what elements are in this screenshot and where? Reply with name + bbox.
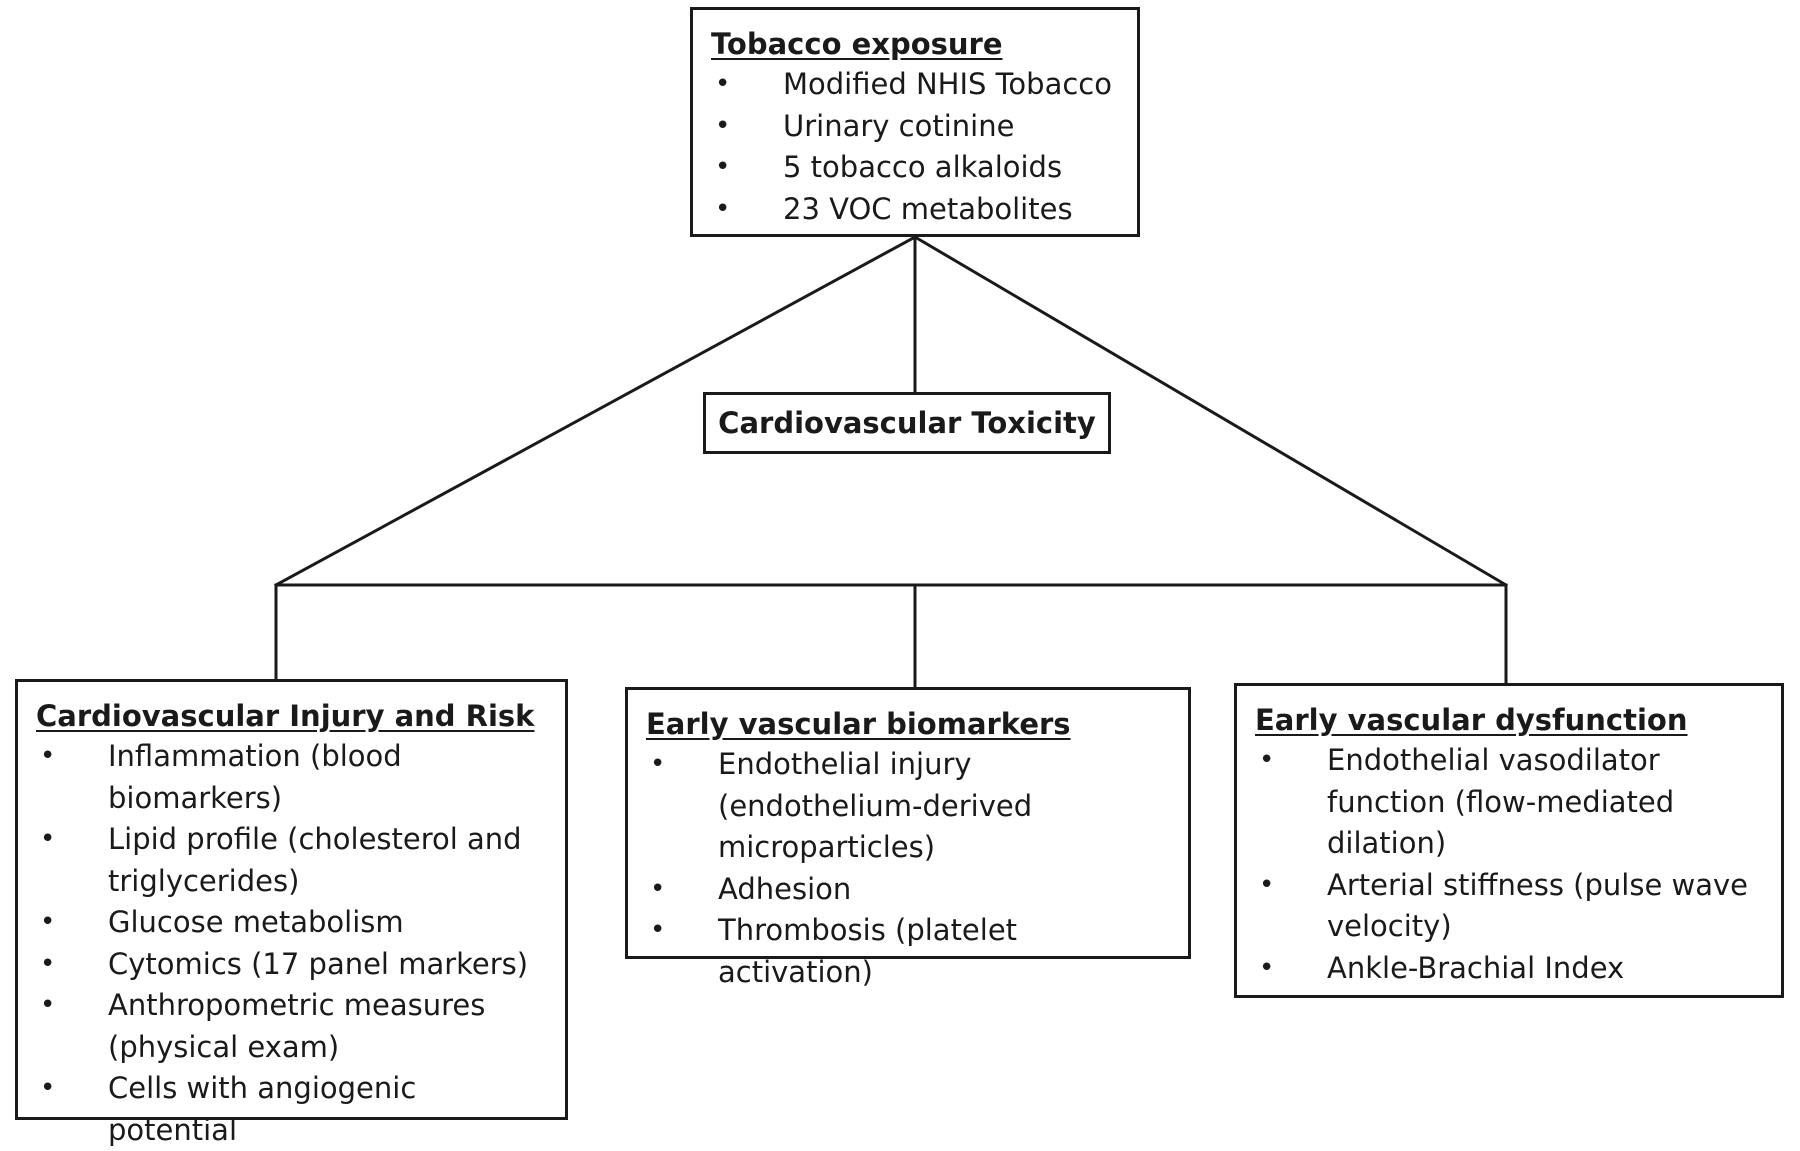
list-item: Glucose metabolism <box>36 902 547 944</box>
list-item: Endothelial vasodilator function (flow-m… <box>1255 740 1763 865</box>
early-vascular-biomarkers-box: Early vascular biomarkers Endothelial in… <box>625 687 1191 989</box>
list-item: Inflammation (blood biomarkers) <box>36 736 547 819</box>
early-vascular-biomarkers-list: Endothelial injury (endothelium-derived … <box>646 744 1170 993</box>
list-item: Endothelial injury (endothelium-derived … <box>646 744 1170 869</box>
list-item: Lipid profile (cholesterol and triglycer… <box>36 819 547 902</box>
cardiovascular-injury-list: Inflammation (blood biomarkers) Lipid pr… <box>36 736 547 1151</box>
cardiovascular-toxicity-label: Cardiovascular Toxicity <box>718 406 1096 440</box>
cardiovascular-toxicity-box: Cardiovascular Toxicity <box>703 392 1111 454</box>
list-item: Arterial stiffness (pulse wave velocity) <box>1255 865 1763 948</box>
list-item: Cytomics (17 panel markers) <box>36 944 547 986</box>
tobacco-exposure-list: Modified NHIS Tobacco Urinary cotinine 5… <box>711 64 1119 230</box>
list-item: Adhesion <box>646 869 1170 911</box>
list-item: Anthropometric measures (physical exam) <box>36 985 547 1068</box>
connector-top-to-right <box>912 234 1509 588</box>
connector-top-to-left <box>273 234 918 588</box>
early-vascular-dysfunction-title: Early vascular dysfunction <box>1255 703 1688 737</box>
tobacco-exposure-title: Tobacco exposure <box>711 27 1003 61</box>
tobacco-exposure-box: Tobacco exposure Modified NHIS Tobacco U… <box>690 7 1140 237</box>
list-item: Modified NHIS Tobacco <box>711 64 1119 106</box>
list-item: Ankle-Brachial Index <box>1255 948 1763 990</box>
early-vascular-dysfunction-box: Early vascular dysfunction Endothelial v… <box>1234 683 1784 998</box>
list-item: Cells with angiogenic potential <box>36 1068 547 1151</box>
cardiovascular-injury-box: Cardiovascular Injury and Risk Inflammat… <box>15 679 568 1147</box>
list-item: Thrombosis (platelet activation) <box>646 910 1170 993</box>
list-item: Urinary cotinine <box>711 106 1119 148</box>
list-item: 23 VOC metabolites <box>711 189 1119 231</box>
early-vascular-biomarkers-title: Early vascular biomarkers <box>646 707 1071 741</box>
cardiovascular-injury-title: Cardiovascular Injury and Risk <box>36 699 535 733</box>
list-item: 5 tobacco alkaloids <box>711 147 1119 189</box>
early-vascular-dysfunction-list: Endothelial vasodilator function (flow-m… <box>1255 740 1763 989</box>
